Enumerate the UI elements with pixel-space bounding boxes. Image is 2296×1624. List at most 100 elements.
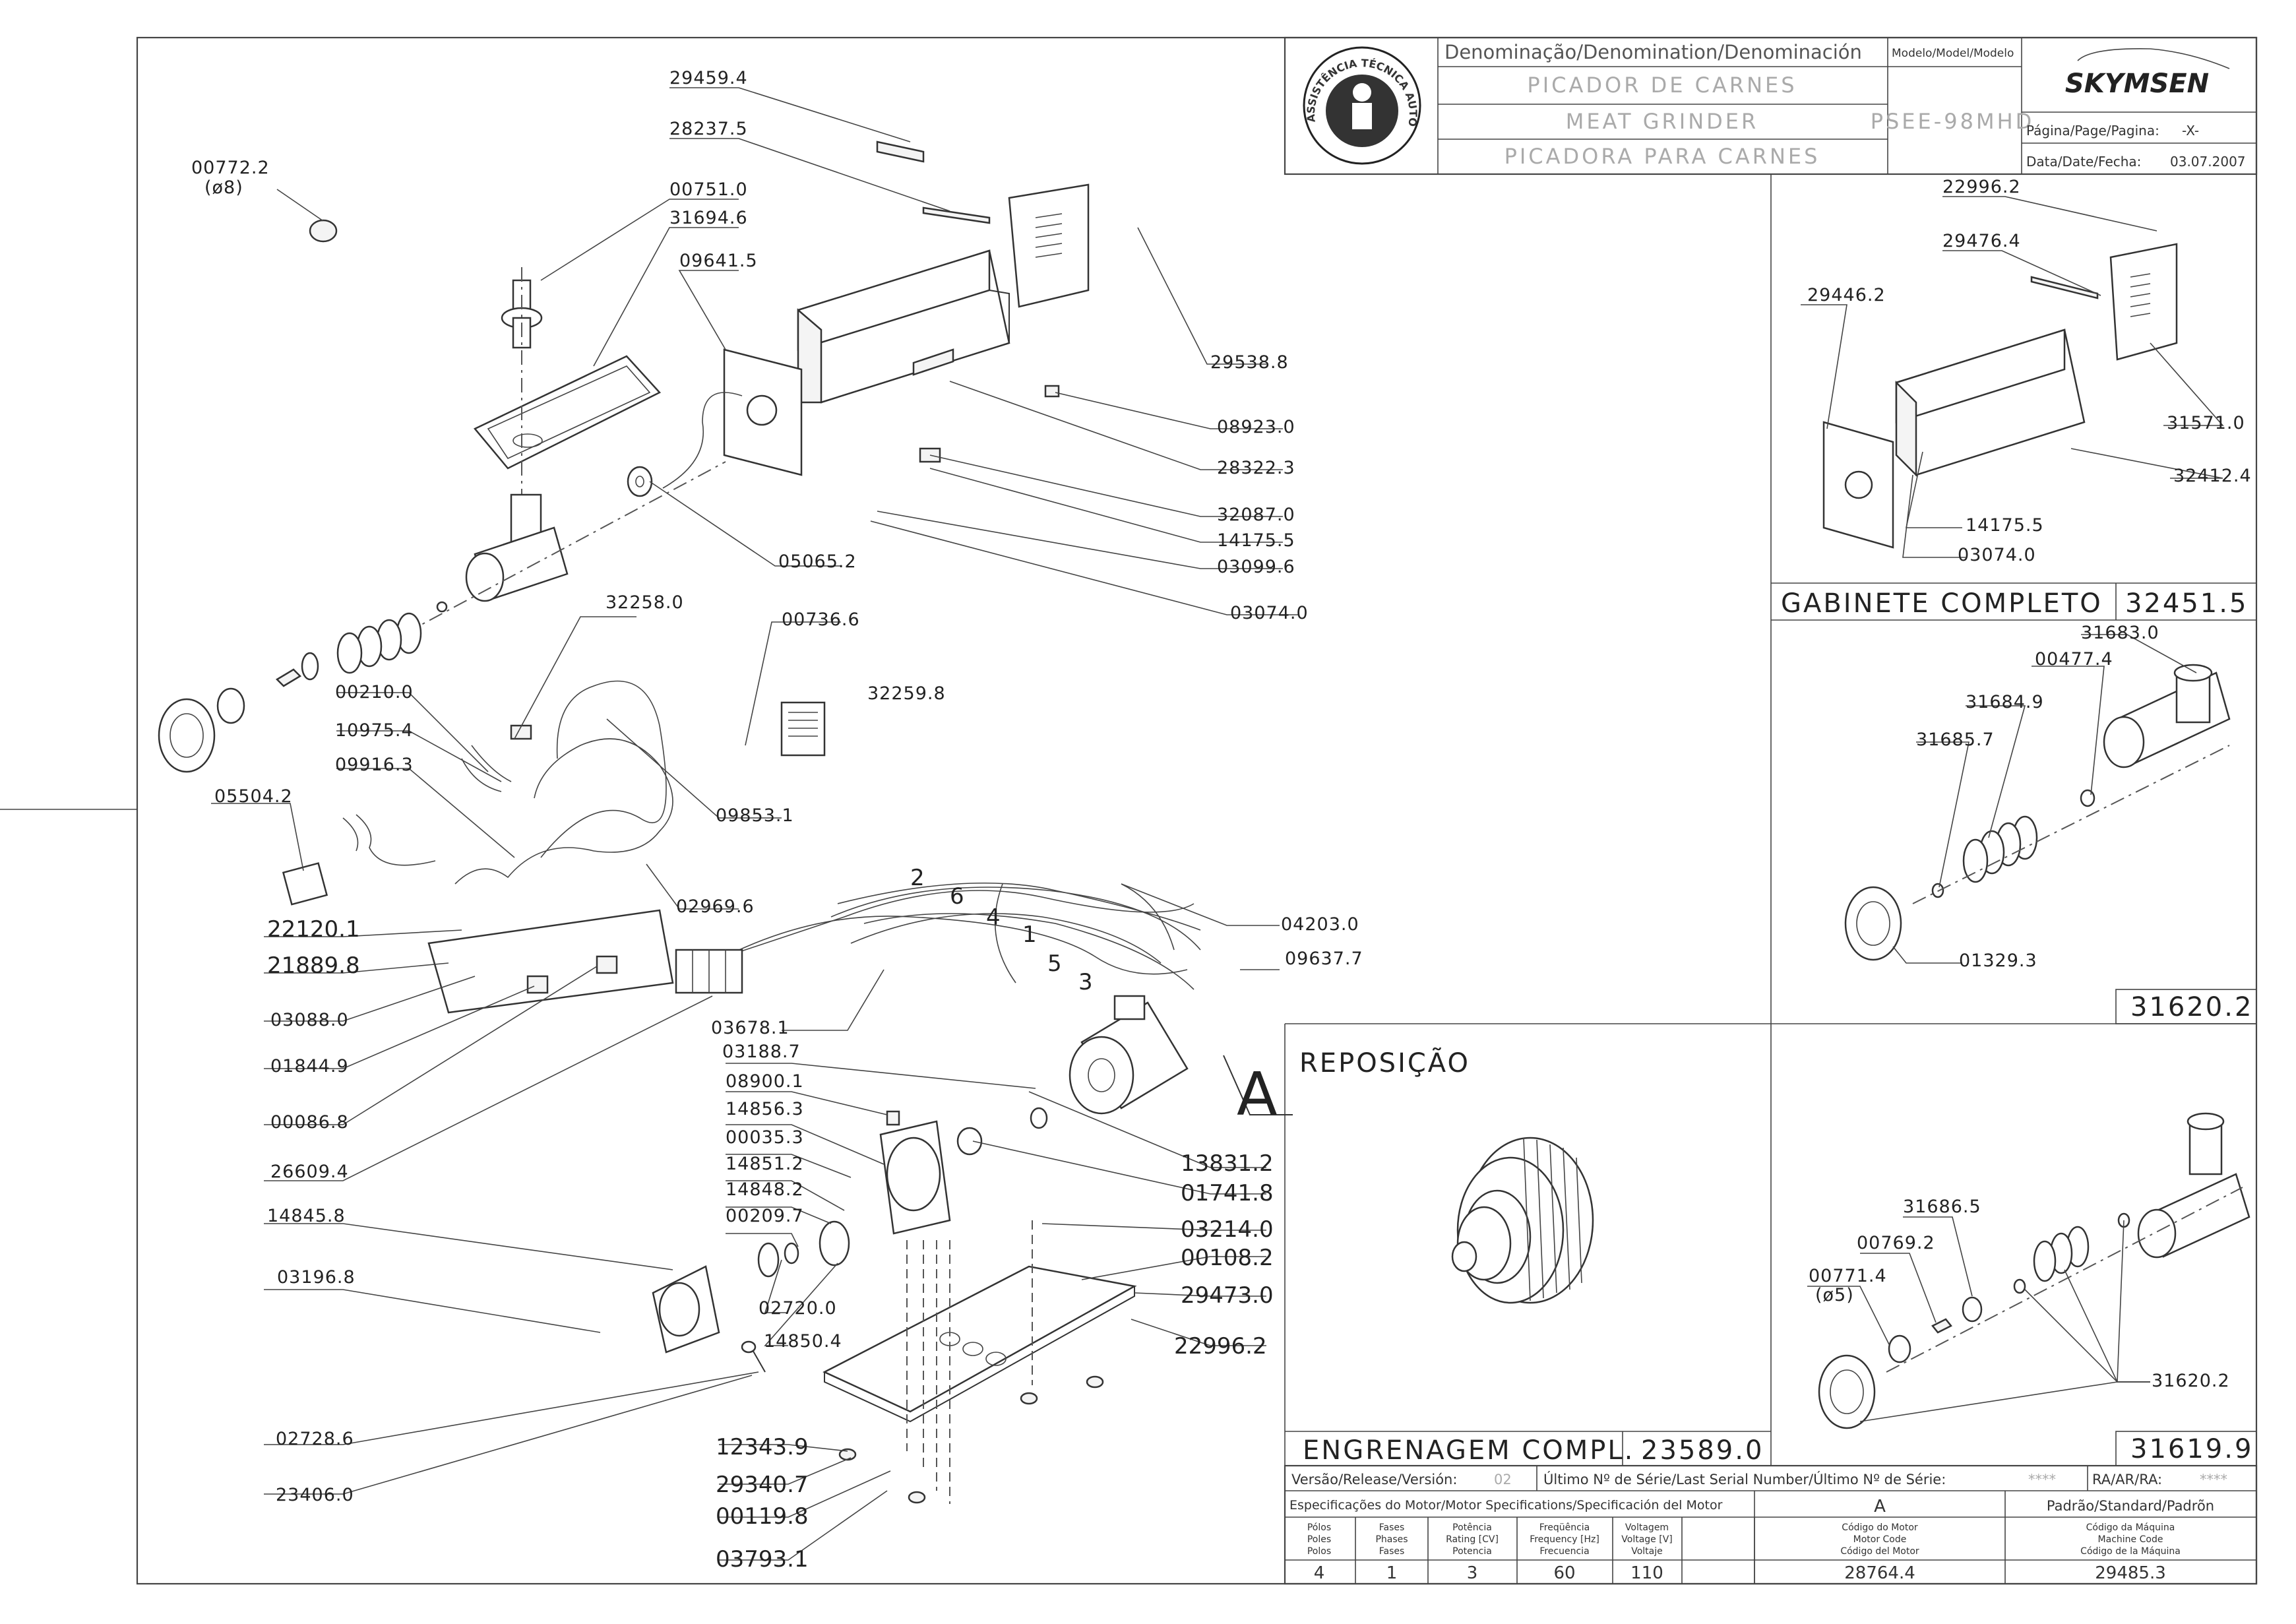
col-header: Potência	[1452, 1522, 1492, 1533]
cabinet-panel: 22996.2 29476.4 29446.2 31571.0 32412.4 …	[1771, 177, 2256, 621]
part-label: 03188.7	[722, 1042, 801, 1062]
wiring-harness	[282, 392, 1201, 990]
part-label: 08923.0	[1217, 417, 1295, 437]
date-value: 03.07.2007	[2170, 154, 2246, 170]
part-label: 29476.4	[1942, 231, 2021, 251]
model-value: PSEE-98MHD	[1871, 109, 2035, 134]
part-label: 31684.9	[1966, 692, 2044, 712]
part-label: 31686.5	[1903, 1197, 1981, 1217]
part-label: 00751.0	[669, 179, 748, 200]
motor-callout-letter: A	[1237, 1060, 1280, 1129]
part-label: 21889.8	[267, 953, 360, 979]
part-label: 22996.2	[1942, 177, 2021, 197]
spec-values: 4 1 3 60 110 28764.4 29485.3	[1314, 1563, 2166, 1583]
part-label: 14175.5	[1217, 530, 1295, 551]
part-label: 00086.8	[270, 1112, 349, 1133]
part-label: 32087.0	[1217, 505, 1295, 525]
ra-label: RA/AR/RA:	[2092, 1472, 2162, 1487]
product-name-pt: PICADOR DE CARNES	[1527, 73, 1797, 98]
gear-assembly-drawing	[1451, 1137, 1594, 1304]
col-header: Phases	[1375, 1534, 1408, 1545]
cabinet-code: 32451.5	[2125, 588, 2248, 619]
part-label: 00035.3	[726, 1127, 804, 1148]
part-label: 01741.8	[1181, 1180, 1274, 1206]
part-label: 32412.4	[2173, 466, 2252, 486]
col-header: Motor Code	[1853, 1534, 1907, 1545]
leader-lines	[211, 87, 1299, 1561]
part-label: 26609.4	[270, 1162, 349, 1182]
head-assembly-alt-2: 31686.5 00769.2 00771.4 (ø5) 31620.2 316…	[1807, 1112, 2257, 1466]
motor-column-letter: A	[1874, 1497, 1886, 1516]
spec-value-poles: 4	[1314, 1563, 1325, 1583]
part-label: 31694.6	[669, 208, 748, 228]
col-header: Rating [CV]	[1446, 1534, 1499, 1545]
col-header: Freqüência	[1539, 1522, 1590, 1533]
part-label: 09641.5	[679, 251, 758, 271]
wire-number: 6	[950, 883, 964, 910]
part-label: 32258.0	[605, 592, 684, 613]
wire-number-labels: 2 6 4 1 5 3	[910, 865, 1093, 995]
part-label: 01844.9	[270, 1056, 349, 1077]
model-label: Modelo/Model/Modelo	[1892, 47, 2014, 60]
page-label: Página/Page/Pagina:	[2026, 123, 2159, 139]
part-label: 14851.2	[726, 1154, 804, 1174]
col-header: Fases	[1379, 1546, 1405, 1557]
part-label: 31620.2	[2152, 1371, 2230, 1391]
part-label: 03678.1	[711, 1018, 790, 1038]
col-header: Frequency [Hz]	[1530, 1534, 1599, 1545]
motor-spec-label: Especificações do Motor/Motor Specificat…	[1289, 1498, 1723, 1513]
serial-label: Último Nº de Série/Last Serial Number/Úl…	[1543, 1471, 1946, 1487]
serial-value: ****	[2028, 1472, 2056, 1487]
col-header: Voltage [V]	[1621, 1534, 1672, 1545]
col-header: Código do Motor	[1842, 1522, 1918, 1533]
part-label: 02728.6	[276, 1429, 354, 1449]
col-header: Machine Code	[2098, 1534, 2163, 1545]
part-label: 14175.5	[1966, 515, 2044, 536]
col-header: Voltagem	[1625, 1522, 1669, 1533]
part-label: 09853.1	[716, 805, 794, 826]
part-label: 14845.8	[267, 1206, 346, 1226]
terminal-assembly	[427, 909, 743, 1014]
part-label: 09916.3	[335, 755, 414, 775]
wire-number: 3	[1078, 969, 1093, 995]
part-label: 04203.0	[1281, 914, 1359, 935]
part-label: 29340.7	[716, 1472, 809, 1498]
part-label: 14856.3	[726, 1099, 804, 1119]
part-label: 05065.2	[778, 551, 857, 572]
part-label: 02720.0	[759, 1298, 837, 1319]
title-block: ASSISTÊNCIA TÉCNICA AUTORIZADA Denominaç…	[0, 0, 2258, 175]
part-label: 29459.4	[669, 68, 748, 88]
part-label: 00119.8	[716, 1503, 809, 1530]
part-labels: 29459.4 28237.5 00772.2 (ø8) 00751.0 316…	[191, 68, 1363, 1573]
head-alt-1-code: 31620.2	[2130, 992, 2253, 1022]
standard-label: Padrão/Standard/Padrõn	[2047, 1498, 2214, 1514]
part-label: 23406.0	[276, 1485, 354, 1505]
ra-value: ****	[2200, 1472, 2227, 1487]
col-header: Código del Motor	[1840, 1546, 1919, 1557]
replacement-part-name: ENGRENAGEM COMPL.	[1303, 1435, 1634, 1466]
part-label: 14848.2	[726, 1179, 804, 1200]
part-label: 29446.2	[1807, 285, 1886, 305]
part-label: 02969.6	[676, 896, 755, 917]
spec-value-frequency: 60	[1553, 1563, 1575, 1583]
col-header: Frecuencia	[1539, 1546, 1589, 1557]
part-label: 29538.8	[1210, 352, 1289, 373]
cabinet-title: GABINETE COMPLETO	[1781, 588, 2103, 619]
product-name-es: PICADORA PARA CARNES	[1505, 144, 1820, 169]
part-label: 09637.7	[1285, 949, 1363, 969]
part-label: 22996.2	[1174, 1333, 1267, 1359]
head-assembly-alt-1: 31683.0 00477.4 31684.9 31685.7 01329.3 …	[1844, 623, 2257, 1024]
col-header: Fases	[1379, 1522, 1405, 1533]
seal-text: ASSISTÊNCIA TÉCNICA AUTORIZADA	[0, 0, 1419, 127]
col-header: Polos	[1307, 1546, 1331, 1557]
wire-number: 4	[986, 904, 1001, 931]
part-label: 00736.6	[782, 609, 860, 630]
cutting-set	[158, 219, 338, 773]
motor-spec-table: Versão/Release/Versión: 02 Último Nº de …	[1284, 1464, 2258, 1585]
part-label: 00772.2	[191, 158, 270, 178]
spec-value-voltage: 110	[1630, 1563, 1663, 1583]
part-label: 00209.7	[726, 1206, 804, 1226]
part-label: 03196.8	[277, 1267, 356, 1288]
spec-value-phases: 1	[1386, 1563, 1398, 1583]
